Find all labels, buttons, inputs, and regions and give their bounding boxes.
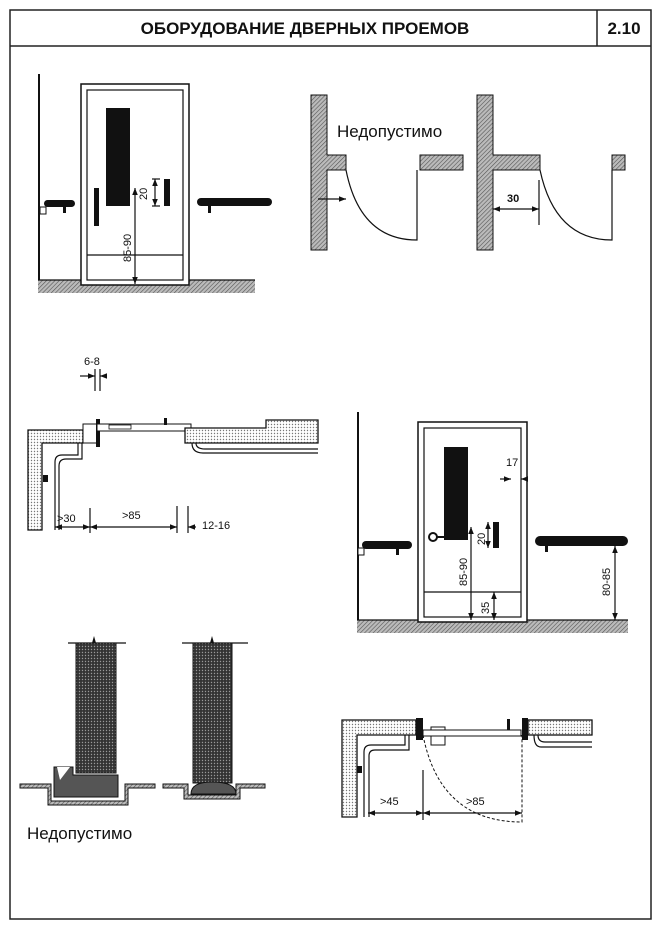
door-elevation-2: 20 17 85-90 35 80-85 <box>357 412 628 633</box>
dim-handle-length: 20 <box>138 188 150 200</box>
door-swing-arc <box>422 734 523 823</box>
dim-kick: 35 <box>480 602 492 614</box>
door-elevation-1: 20 85-90 <box>38 74 272 293</box>
dim-handle-height-2: 85-90 <box>458 558 470 586</box>
dim-handle-length-2: 20 <box>476 533 488 545</box>
handrail-left <box>44 200 75 207</box>
dim-side-2: >45 <box>380 796 399 808</box>
door-plan-2: >45 >85 <box>341 718 593 823</box>
door-handle-bar <box>94 188 99 226</box>
page-frame <box>9 9 652 920</box>
door-panel <box>106 108 130 206</box>
dim-side: >30 <box>57 513 76 525</box>
dim-rail-height: 80-85 <box>601 568 613 596</box>
dim-edge: 17 <box>506 457 518 469</box>
label-forbidden-swing: Недопустимо <box>337 122 442 141</box>
door-plan-1: 6-8 >30 >85 12-16 <box>27 356 319 533</box>
door-swing-plans: Недопустимо 30 <box>310 94 626 251</box>
threshold-sections: Недопустимо <box>19 636 266 843</box>
dim-handle-height: 85-90 <box>122 234 134 262</box>
dim-clearance: 30 <box>507 193 519 205</box>
page-number: 2.10 <box>607 19 640 38</box>
dim-gap: 12-16 <box>202 520 230 532</box>
page-title: ОБОРУДОВАНИЕ ДВЕРНЫХ ПРОЕМОВ <box>141 19 470 38</box>
door-pull-bar <box>164 179 170 206</box>
handrail-right <box>197 198 272 206</box>
dim-width: >85 <box>122 510 141 522</box>
label-forbidden-threshold: Недопустимо <box>27 824 132 843</box>
dim-width-2: >85 <box>466 796 485 808</box>
dim-frame: 6-8 <box>84 356 100 368</box>
